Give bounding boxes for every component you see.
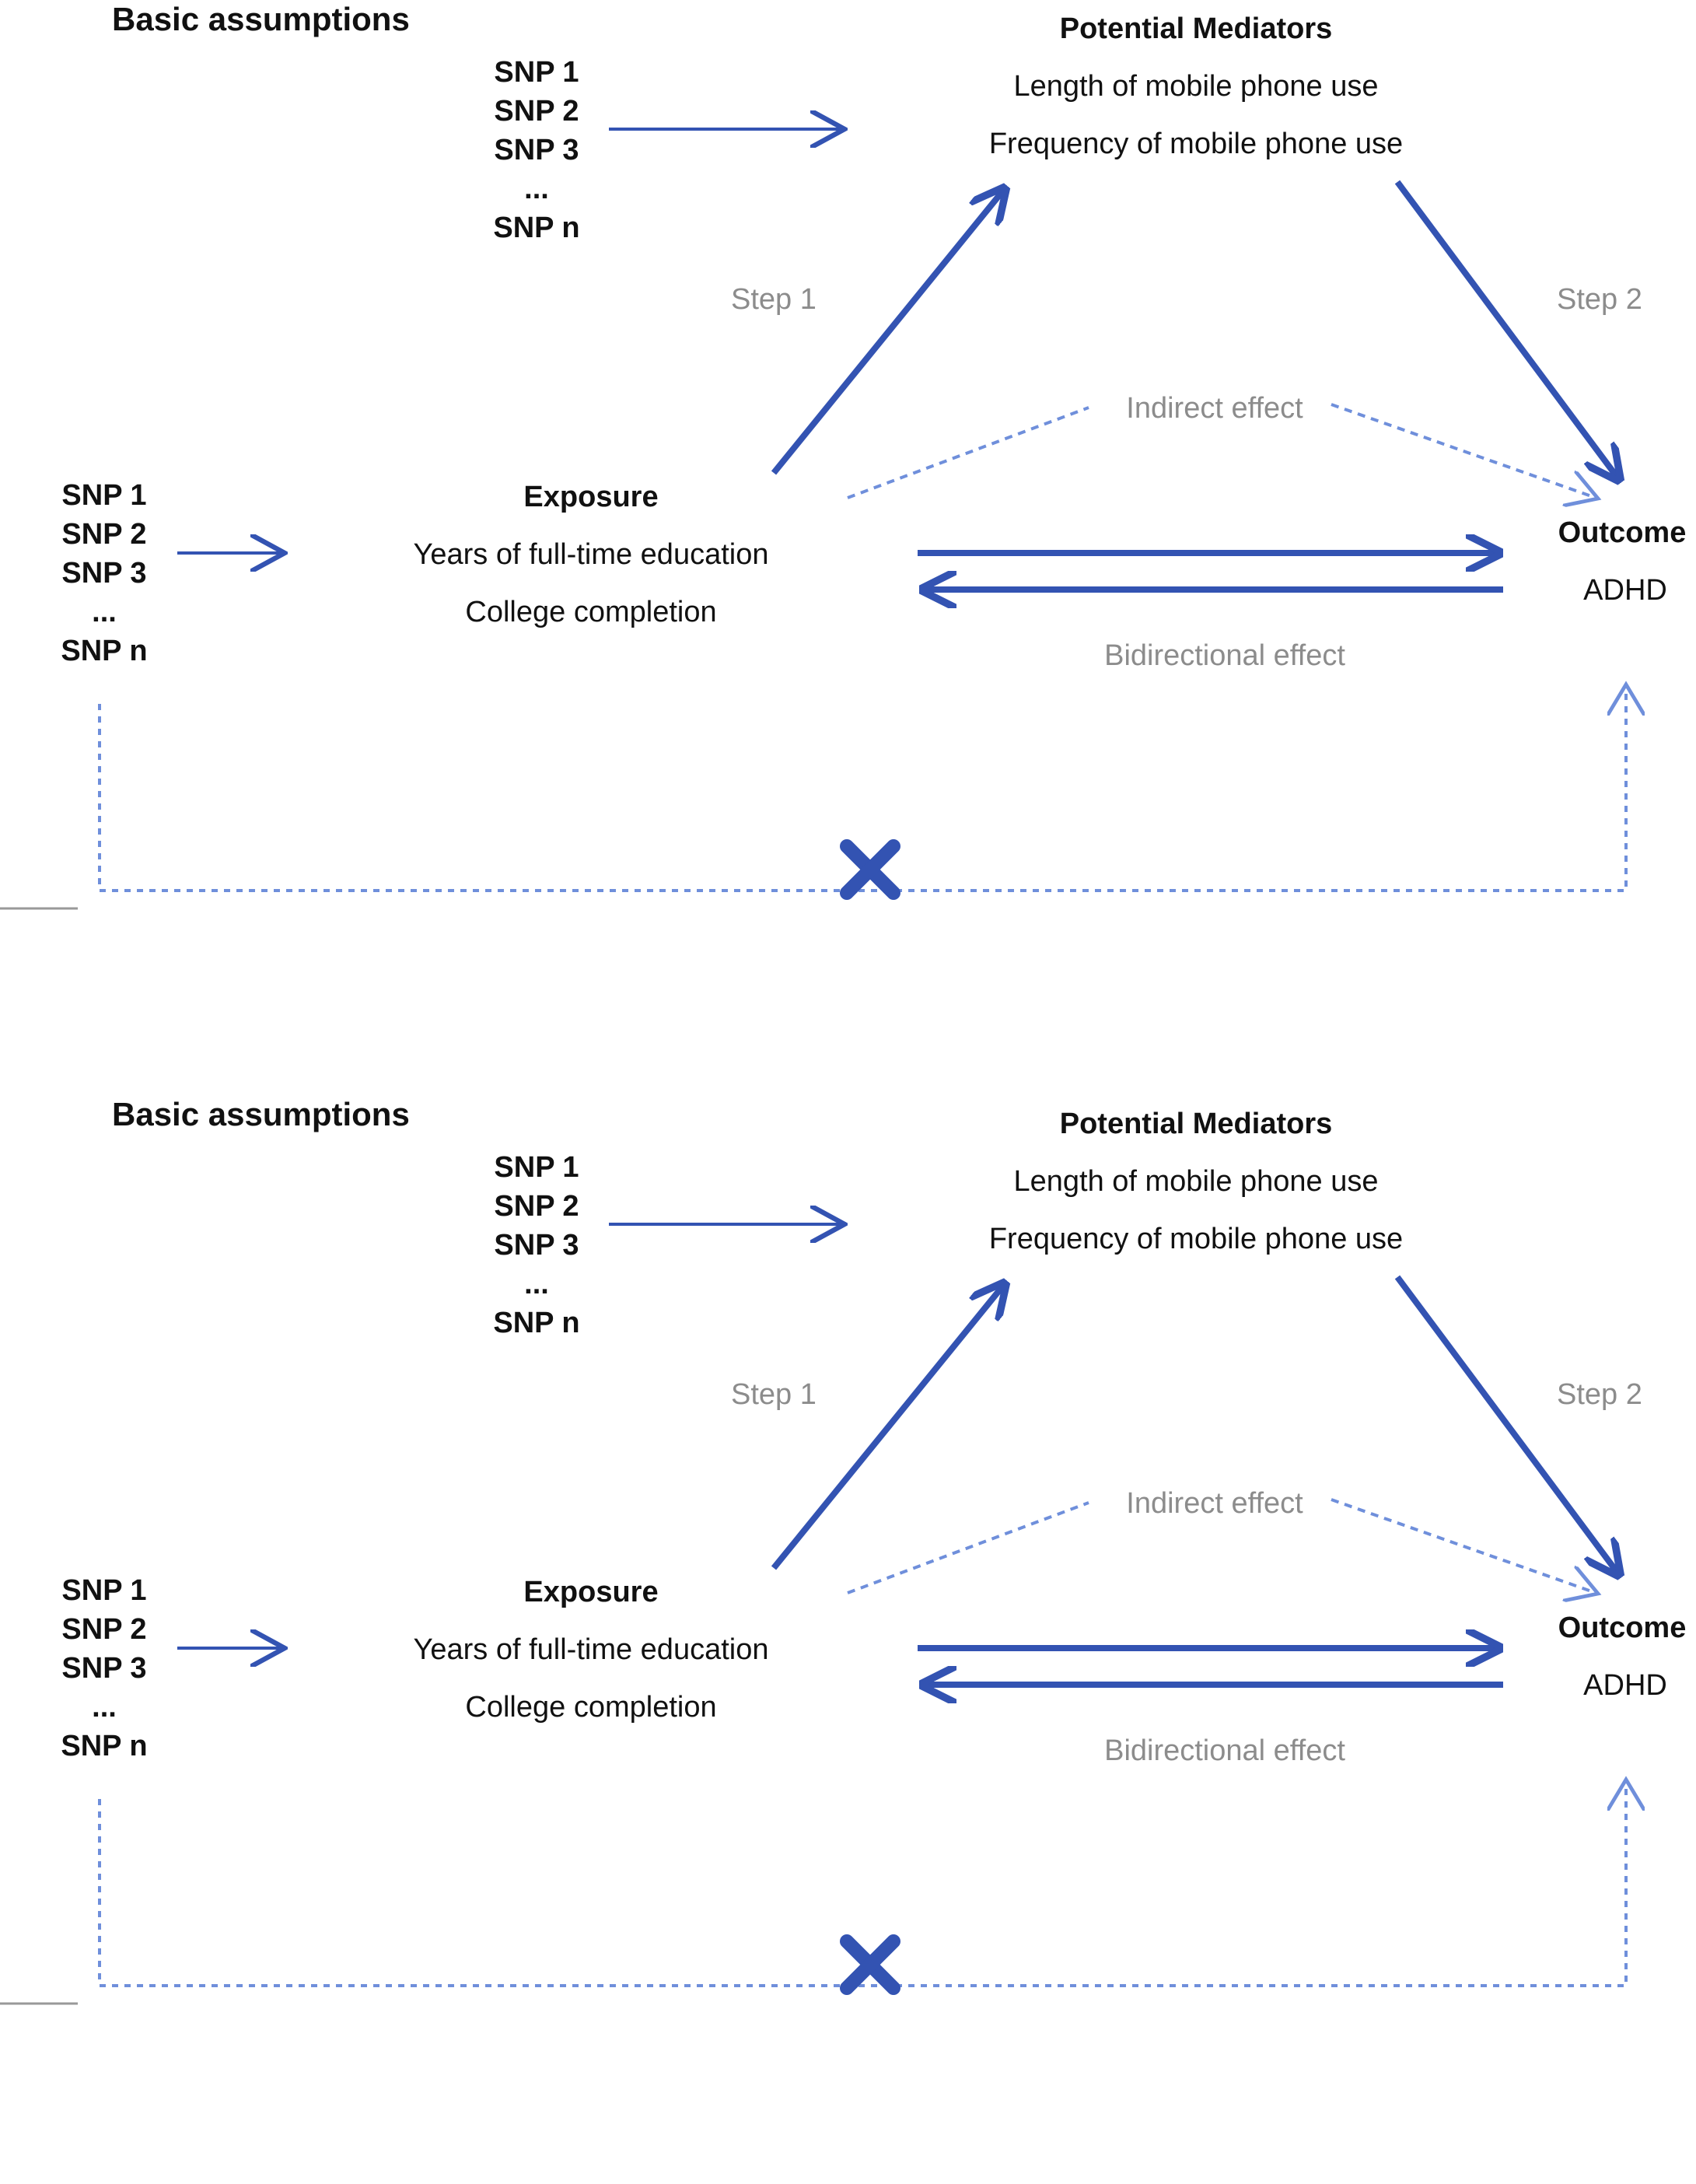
snp-label: SNP n (493, 1307, 580, 1339)
snp-label: SNP 1 (494, 1151, 579, 1184)
snp-label: SNP 2 (494, 95, 579, 128)
mediator-item: Frequency of mobile phone use (988, 1223, 1404, 1255)
snp-label: SNP n (493, 212, 580, 244)
snp-label: SNP n (61, 635, 148, 667)
outcome-item: ADHD (1583, 1669, 1667, 1702)
bidirectional-effect-label: Bidirectional effect (1104, 639, 1345, 672)
indirect-effect-label: Indirect effect (1126, 392, 1303, 425)
step2-arrow (1394, 1275, 1617, 1573)
snp-label: SNP 1 (61, 479, 147, 512)
snp-label: SNP n (61, 1730, 148, 1762)
exposure-snp-list: SNP 1 SNP 2 SNP 3 ... SNP n (50, 476, 159, 670)
outcome-item: ADHD (1583, 574, 1667, 607)
snp-ellipsis: ... (524, 173, 549, 205)
snp-label: SNP 3 (494, 1229, 579, 1262)
exposure-heading: Exposure (523, 481, 659, 513)
step1-label: Step 1 (731, 283, 817, 316)
outcome-heading: Outcome (1558, 516, 1687, 549)
step2-label: Step 2 (1557, 283, 1642, 316)
mediator-snp-list: SNP 1 SNP 2 SNP 3 ... SNP n (482, 53, 591, 247)
indirect-effect-arrow-right (1331, 403, 1598, 499)
cross-icon (840, 839, 900, 900)
exposure-item: Years of full-time education (413, 1633, 769, 1666)
outcome-heading: Outcome (1558, 1612, 1687, 1644)
diagram-panel-1: Basic assumptions SNP 1 SNP 2 SNP 3 ... … (0, 0, 1696, 1089)
step1-arrow (771, 191, 1003, 475)
step2-label: Step 2 (1557, 1378, 1642, 1411)
exposure-heading: Exposure (523, 1576, 659, 1608)
indirect-effect-arrow-right (1331, 1498, 1598, 1594)
excluded-direct-path (98, 684, 1626, 892)
snp-label: SNP 3 (494, 134, 579, 166)
panel-title: Basic assumptions (112, 1, 410, 37)
mediators-heading: Potential Mediators (1059, 12, 1333, 45)
snp-ellipsis: ... (92, 596, 117, 628)
step2-arrow (1394, 180, 1617, 478)
snp-ellipsis: ... (524, 1268, 549, 1300)
arrow-layer (0, 0, 1696, 910)
exposure-item: College completion (465, 1691, 717, 1724)
snp-label: SNP 1 (61, 1574, 147, 1607)
snp-label: SNP 1 (494, 56, 579, 89)
snp-label: SNP 3 (61, 1652, 147, 1685)
exposure-item: College completion (465, 596, 717, 628)
step1-arrow (771, 1286, 1003, 1570)
mediator-item: Length of mobile phone use (1013, 1165, 1379, 1198)
step1-label: Step 1 (731, 1378, 817, 1411)
mediator-item: Frequency of mobile phone use (988, 128, 1404, 160)
snp-label: SNP 2 (61, 518, 147, 551)
mediator-snp-list: SNP 1 SNP 2 SNP 3 ... SNP n (482, 1148, 591, 1342)
exposure-item: Years of full-time education (413, 538, 769, 571)
exposure-snp-list: SNP 1 SNP 2 SNP 3 ... SNP n (50, 1571, 159, 1766)
panel-title: Basic assumptions (112, 1096, 410, 1132)
diagram-panel-2: Basic assumptions SNP 1 SNP 2 SNP 3 ... … (0, 1095, 1696, 2184)
bidirectional-effect-label: Bidirectional effect (1104, 1734, 1345, 1767)
snp-label: SNP 2 (494, 1190, 579, 1223)
mediators-heading: Potential Mediators (1059, 1108, 1333, 1140)
mediator-item: Length of mobile phone use (1013, 70, 1379, 103)
indirect-effect-label: Indirect effect (1126, 1487, 1303, 1520)
indirect-effect-arrow (847, 1501, 1089, 1594)
snp-ellipsis: ... (92, 1691, 117, 1724)
cross-icon (840, 1934, 900, 1995)
snp-label: SNP 3 (61, 557, 147, 590)
snp-label: SNP 2 (61, 1613, 147, 1646)
excluded-direct-path (98, 1780, 1626, 1987)
arrow-layer (0, 1095, 1696, 2005)
indirect-effect-arrow (847, 406, 1089, 499)
